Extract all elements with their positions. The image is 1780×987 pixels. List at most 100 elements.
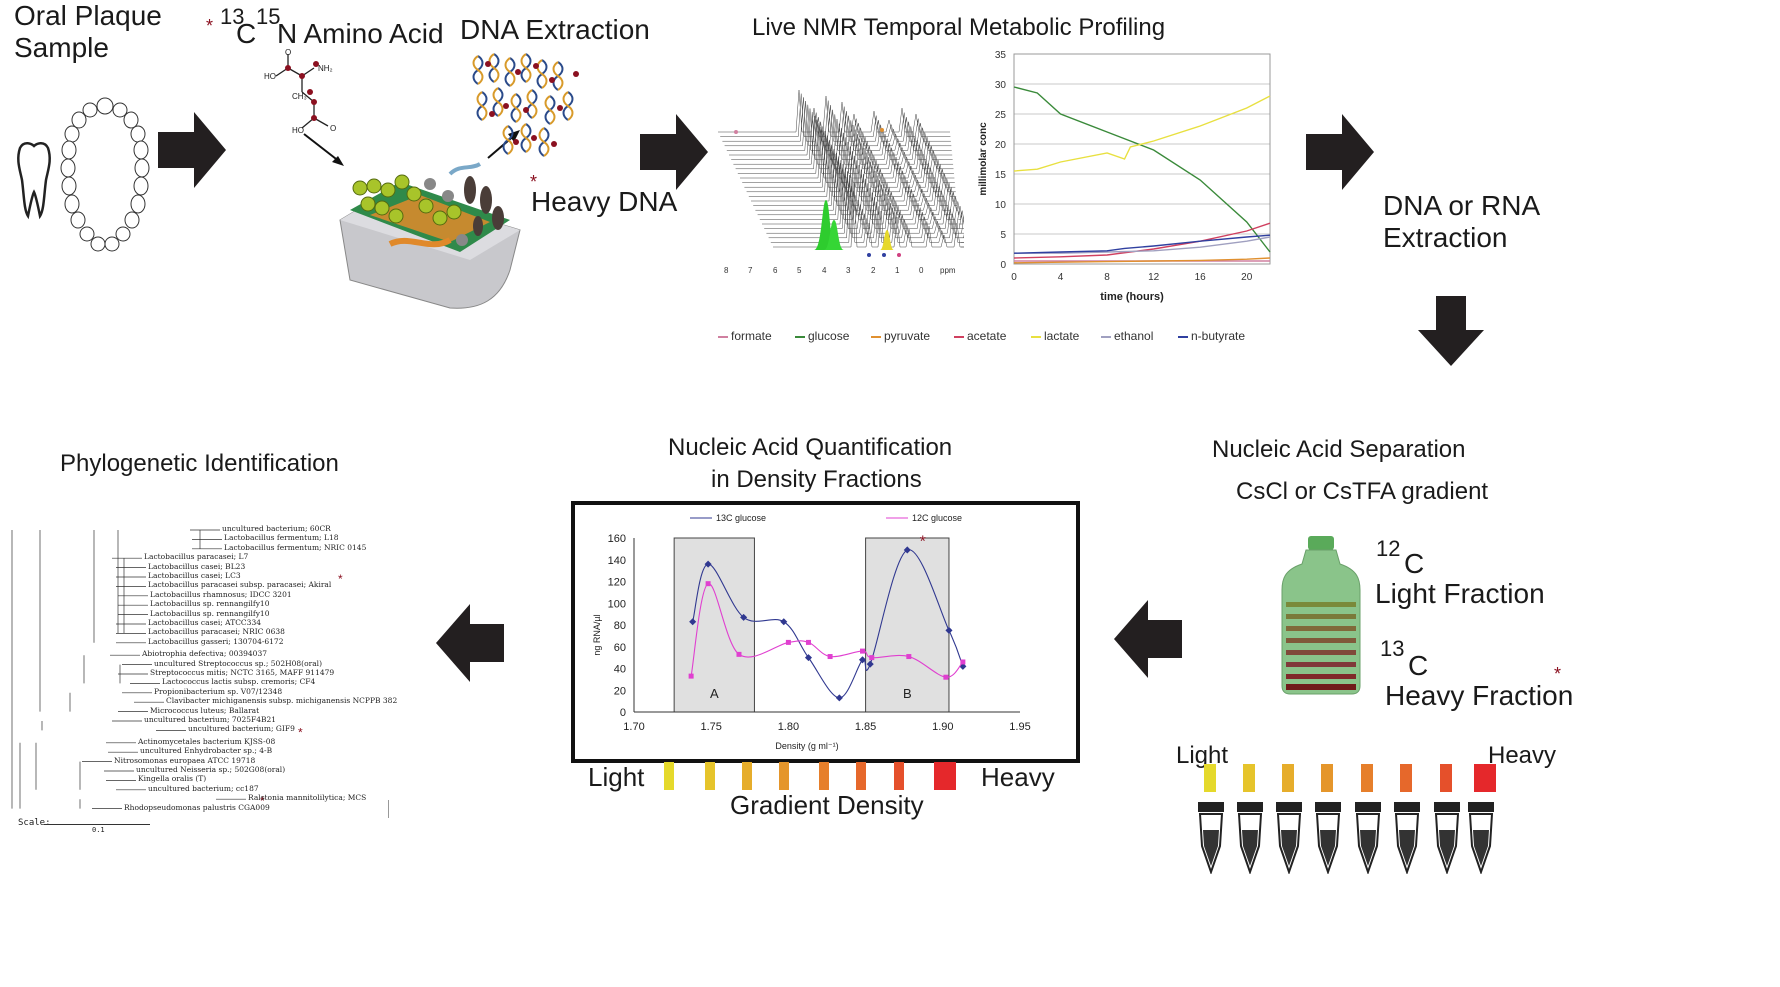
metab-ytick: 35	[995, 50, 1007, 61]
legend-swatch	[871, 335, 881, 338]
density-ytick: 40	[614, 664, 626, 676]
nmr-stacked-spectra	[718, 89, 964, 257]
density-point	[689, 618, 697, 626]
dna-rna-extraction-label-2: Extraction	[1383, 222, 1508, 253]
density-region-A	[673, 537, 755, 713]
phylo-taxon-label: Lactobacillus sp. rennangilfy10	[150, 608, 270, 618]
nmr-axis-tick: ppm	[940, 266, 956, 275]
density-ytick: 100	[608, 598, 626, 610]
phylo-taxon-label: uncultured Neisseria sp.; 502G08(oral)	[136, 765, 286, 774]
nmr-axis-tick: 2	[871, 266, 876, 275]
process-arrow-left-1	[1114, 600, 1182, 678]
tube-contents	[1399, 830, 1415, 866]
metab-ytick: 5	[1000, 230, 1006, 241]
light-12-sup: 12	[1376, 536, 1401, 561]
metab-series-pyruvate	[1013, 257, 1271, 264]
tube-heavy-label: Heavy	[1488, 742, 1557, 769]
legend-swatch	[1178, 335, 1188, 338]
microcentrifuge-tube	[1198, 802, 1224, 874]
heavy-dna-label: Heavy DNA	[531, 186, 678, 217]
density-point	[805, 639, 811, 645]
microcentrifuge-tube	[1394, 802, 1420, 874]
tube-cap	[1315, 802, 1341, 812]
density-legend-label: 12C glucose	[912, 513, 962, 523]
tube-gradient-swatch	[1282, 764, 1294, 792]
metab-ytick: 0	[1000, 260, 1006, 271]
light-c: C	[1404, 548, 1425, 579]
phylo-taxon-label: Lactobacillus paracasei; L7	[144, 552, 249, 562]
metab-plot-area	[1013, 53, 1271, 265]
density-ytick: 20	[614, 685, 626, 697]
quant-chart-frame	[571, 501, 1080, 763]
phylo-taxon-label: Ralstonia mannitolilytica; MCS	[248, 793, 367, 803]
amino-acid-sup-15: 15	[256, 4, 281, 29]
phylo-taxon-label: Lactobacillus rhamnosus; IDCC 3201	[150, 589, 292, 599]
phylo-taxon-label: Lactobacillus paracasei subsp. paracasei…	[148, 580, 332, 590]
tube-gradient-swatch	[1321, 764, 1333, 792]
phylo-taxon-label: Lactobacillus casei; BL23	[148, 561, 246, 571]
phylo-taxon-label: uncultured Streptococcus sp.; 502H08(ora…	[154, 658, 322, 668]
gradient-swatch	[856, 762, 866, 790]
phylo-taxon-label: Lactobacillus fermentum; NRIC 0145	[224, 542, 367, 552]
nmr-axis-tick: 6	[773, 266, 778, 275]
molecule-label-ho-1: HO	[264, 72, 276, 81]
biofilm-illustration	[339, 162, 521, 309]
density-ytick: 60	[614, 642, 626, 654]
density-point	[835, 694, 843, 702]
density-point	[705, 581, 711, 587]
density-point	[804, 654, 813, 662]
microcentrifuge-tube	[1468, 802, 1494, 874]
tube-gradient-swatch	[1204, 764, 1216, 792]
density-xtick: 1.90	[932, 721, 953, 733]
phylo-taxon-label: Abiotrophia defectiva; 00394037	[142, 649, 267, 659]
dna-extraction-label: DNA Extraction	[460, 14, 650, 45]
legend-label: formate	[731, 329, 772, 343]
metab-xtick: 16	[1195, 272, 1207, 283]
phylo-taxon-label: uncultured Enhydrobacter sp.; 4-B	[140, 746, 273, 756]
density-ytick: 0	[620, 707, 626, 719]
metab-legend-item: glucose	[795, 329, 849, 343]
molecule-label-o-2: O	[330, 124, 337, 133]
metab-xlabel: time (hours)	[1100, 291, 1164, 303]
density-series-1	[690, 583, 964, 678]
tube-gradient-swatch	[1243, 764, 1255, 792]
legend-swatch	[954, 335, 964, 338]
tube-contents	[1242, 830, 1258, 866]
metab-xtick: 12	[1148, 272, 1160, 283]
tube-gradient-swatch	[1361, 764, 1373, 792]
nmr-axis-tick: 3	[846, 266, 851, 275]
density-point	[860, 648, 866, 654]
heavy-c: C	[1408, 650, 1429, 681]
nmr-axis-tick: 1	[895, 266, 900, 275]
amino-acid-label: N Amino Acid	[277, 18, 444, 49]
tube-cap	[1394, 802, 1420, 812]
density-star: *	[920, 534, 926, 551]
phylo-taxon-label: Nitrosomonas europaea ATCC 19718	[114, 755, 256, 765]
density-region-B	[865, 537, 950, 713]
gradient-bottle	[1281, 536, 1361, 695]
amino-acid-sup-13: 13	[220, 4, 245, 29]
metab-xtick: 4	[1058, 272, 1064, 283]
tube-contents	[1473, 830, 1489, 866]
tube-contents	[1320, 830, 1336, 866]
legend-swatch	[795, 335, 805, 338]
legend-label: ethanol	[1114, 329, 1154, 343]
phylo-taxon-label: Kingella oralis (T)	[138, 774, 207, 784]
metab-series-n-butyrate	[1013, 234, 1271, 254]
legend-label: pyruvate	[884, 329, 931, 343]
phylo-star: *	[298, 725, 303, 739]
metab-legend-item: ethanol	[1101, 329, 1153, 343]
phylo-taxon-label: Lactobacillus casei; ATCC334	[148, 618, 261, 627]
phylo-title: Phylogenetic Identification	[60, 450, 339, 477]
molecule-label-ch3: CH₃	[292, 92, 307, 101]
nmr-axis-tick: 8	[724, 266, 729, 275]
metab-xtick: 20	[1241, 272, 1253, 283]
tooth-icon	[17, 142, 51, 220]
phylo-taxon-label: Propionibacterium sp. V07/12348	[154, 686, 283, 696]
gradient-swatch	[742, 762, 752, 790]
density-xtick: 1.85	[855, 721, 876, 733]
tube-cap	[1237, 802, 1263, 812]
heavy-dna-star: *	[530, 172, 538, 192]
tube-gradient-swatch	[1474, 764, 1496, 792]
